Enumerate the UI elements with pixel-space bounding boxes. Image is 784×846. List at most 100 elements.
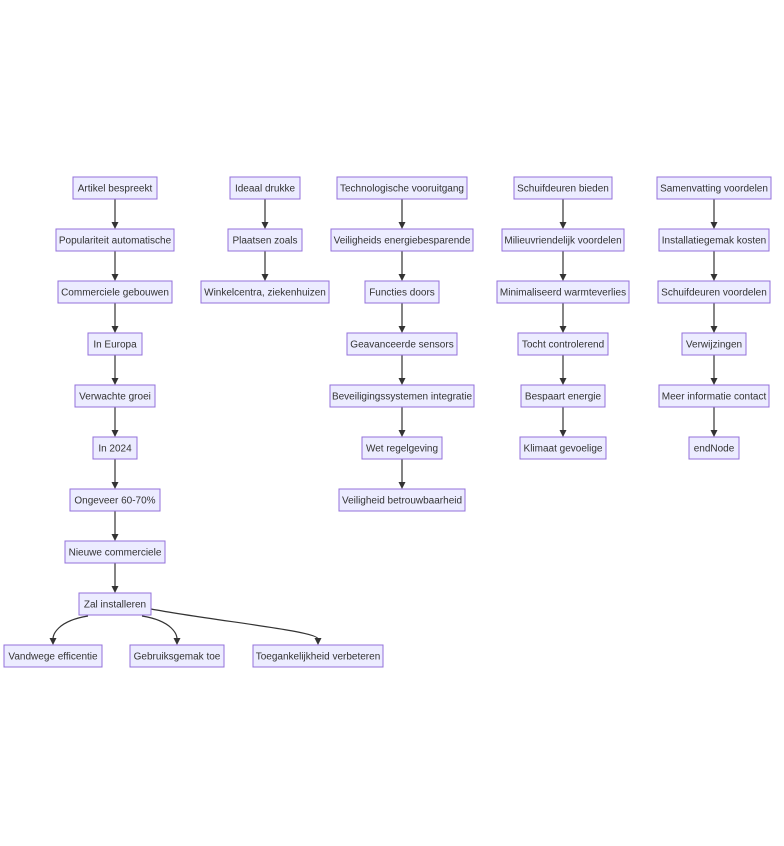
edge-n9-n10-arrowhead bbox=[49, 638, 57, 645]
node-box bbox=[361, 436, 443, 460]
node-box bbox=[338, 488, 466, 512]
edge-n9-n11 bbox=[141, 615, 178, 640]
flowchart-node-t4: Geavanceerde sensors bbox=[346, 332, 458, 356]
edge-m1-m2-arrowhead bbox=[261, 222, 269, 229]
edge-t5-t6-arrowhead bbox=[398, 430, 406, 437]
flowchart-node-n6: In 2024 bbox=[92, 436, 138, 460]
flowchart-node-v3: Schuifdeuren voordelen bbox=[657, 280, 771, 304]
flowchart-node-t3: Functies doors bbox=[364, 280, 440, 304]
flowchart-node-n5: Verwachte groei bbox=[74, 384, 156, 408]
node-label: Artikel bespreekt bbox=[78, 184, 153, 195]
edges-layer bbox=[49, 199, 718, 645]
node-label: Functies doors bbox=[369, 288, 435, 299]
edge-s2-s3-arrowhead bbox=[559, 274, 567, 281]
node-box bbox=[87, 332, 143, 356]
edge-v4-v5-arrowhead bbox=[710, 378, 718, 385]
node-box bbox=[72, 176, 158, 200]
node-box bbox=[657, 280, 771, 304]
node-box bbox=[681, 332, 747, 356]
node-label: Toegankelijkheid verbeteren bbox=[256, 652, 381, 663]
flowchart-node-v5: Meer informatie contact bbox=[658, 384, 770, 408]
flowchart-node-n2: Populariteit automatische bbox=[55, 228, 175, 252]
edge-n6-n7-arrowhead bbox=[111, 482, 119, 489]
node-box bbox=[200, 280, 330, 304]
edge-n4-n5-arrowhead bbox=[111, 378, 119, 385]
node-box bbox=[364, 280, 440, 304]
flowchart-node-s5: Bespaart energie bbox=[520, 384, 606, 408]
node-label: In 2024 bbox=[98, 444, 132, 455]
edge-n7-n8-arrowhead bbox=[111, 534, 119, 541]
edge-v3-v4-arrowhead bbox=[710, 326, 718, 333]
flowchart-node-n10: Vandwege efficentie bbox=[3, 644, 103, 668]
edge-v5-v6-arrowhead bbox=[710, 430, 718, 437]
node-label: endNode bbox=[694, 444, 735, 455]
node-label: Beveiligingssystemen integratie bbox=[332, 392, 473, 403]
edge-s3-s4-arrowhead bbox=[559, 326, 567, 333]
node-label: Verwachte groei bbox=[79, 392, 151, 403]
node-box bbox=[227, 228, 303, 252]
flowchart-node-t6: Wet regelgeving bbox=[361, 436, 443, 460]
node-label: Technologische vooruitgang bbox=[340, 184, 464, 195]
edge-n9-n11-arrowhead bbox=[173, 638, 181, 645]
node-box bbox=[3, 644, 103, 668]
flowchart-node-n7: Ongeveer 60-70% bbox=[69, 488, 161, 512]
edge-t1-t2-arrowhead bbox=[398, 222, 406, 229]
edge-t3-t4-arrowhead bbox=[398, 326, 406, 333]
flowchart-node-v6: endNode bbox=[688, 436, 740, 460]
node-box bbox=[129, 644, 225, 668]
edge-n5-n6-arrowhead bbox=[111, 430, 119, 437]
node-label: Meer informatie contact bbox=[662, 392, 767, 403]
node-label: Tocht controlerend bbox=[522, 340, 604, 351]
node-label: Vandwege efficentie bbox=[8, 652, 98, 663]
node-box bbox=[78, 592, 152, 616]
edge-m2-m3-arrowhead bbox=[261, 274, 269, 281]
node-box bbox=[346, 332, 458, 356]
edge-t6-t7-arrowhead bbox=[398, 482, 406, 489]
node-box bbox=[496, 280, 630, 304]
node-label: Zal installeren bbox=[84, 600, 146, 611]
node-label: In Europa bbox=[93, 340, 137, 351]
node-label: Bespaart energie bbox=[525, 392, 602, 403]
node-box bbox=[520, 384, 606, 408]
node-label: Installatiegemak kosten bbox=[662, 236, 767, 247]
flowchart-node-s2: Milieuvriendelijk voordelen bbox=[501, 228, 625, 252]
flowchart-node-m1: Ideaal drukke bbox=[229, 176, 301, 200]
flowchart-node-s6: Klimaat gevoelige bbox=[519, 436, 607, 460]
edge-n3-n4-arrowhead bbox=[111, 326, 119, 333]
flowchart-node-n3: Commerciele gebouwen bbox=[57, 280, 173, 304]
node-box bbox=[92, 436, 138, 460]
edge-n8-n9-arrowhead bbox=[111, 586, 119, 593]
node-label: Ongeveer 60-70% bbox=[74, 496, 155, 507]
flowchart-node-s3: Minimaliseerd warmteverlies bbox=[496, 280, 630, 304]
node-label: Milieuvriendelijk voordelen bbox=[504, 236, 621, 247]
node-box bbox=[64, 540, 166, 564]
node-box bbox=[55, 228, 175, 252]
node-label: Gebruiksgemak toe bbox=[134, 652, 221, 663]
flowchart-node-t5: Beveiligingssystemen integratie bbox=[329, 384, 475, 408]
flowchart-node-m2: Plaatsen zoals bbox=[227, 228, 303, 252]
edge-v2-v3-arrowhead bbox=[710, 274, 718, 281]
flowchart-node-t7: Veiligheid betrouwbaarheid bbox=[338, 488, 466, 512]
flowchart-node-s1: Schuifdeuren bieden bbox=[513, 176, 613, 200]
node-box bbox=[229, 176, 301, 200]
node-label: Samenvatting voordelen bbox=[660, 184, 768, 195]
edge-t4-t5-arrowhead bbox=[398, 378, 406, 385]
node-label: Klimaat gevoelige bbox=[524, 444, 603, 455]
flowchart-node-n12: Toegankelijkheid verbeteren bbox=[252, 644, 384, 668]
flowchart-node-n1: Artikel bespreekt bbox=[72, 176, 158, 200]
node-label: Schuifdeuren voordelen bbox=[661, 288, 767, 299]
flowchart-node-t2: Veiligheids energiebesparende bbox=[330, 228, 474, 252]
node-label: Verwijzingen bbox=[686, 340, 742, 351]
node-box bbox=[517, 332, 609, 356]
node-label: Wet regelgeving bbox=[366, 444, 438, 455]
node-label: Commerciele gebouwen bbox=[61, 288, 169, 299]
node-box bbox=[658, 384, 770, 408]
node-box bbox=[330, 228, 474, 252]
edge-n9-n12-arrowhead bbox=[314, 638, 322, 645]
node-label: Winkelcentra, ziekenhuizen bbox=[204, 288, 326, 299]
edge-s1-s2-arrowhead bbox=[559, 222, 567, 229]
node-box bbox=[252, 644, 384, 668]
flowchart-node-n11: Gebruiksgemak toe bbox=[129, 644, 225, 668]
